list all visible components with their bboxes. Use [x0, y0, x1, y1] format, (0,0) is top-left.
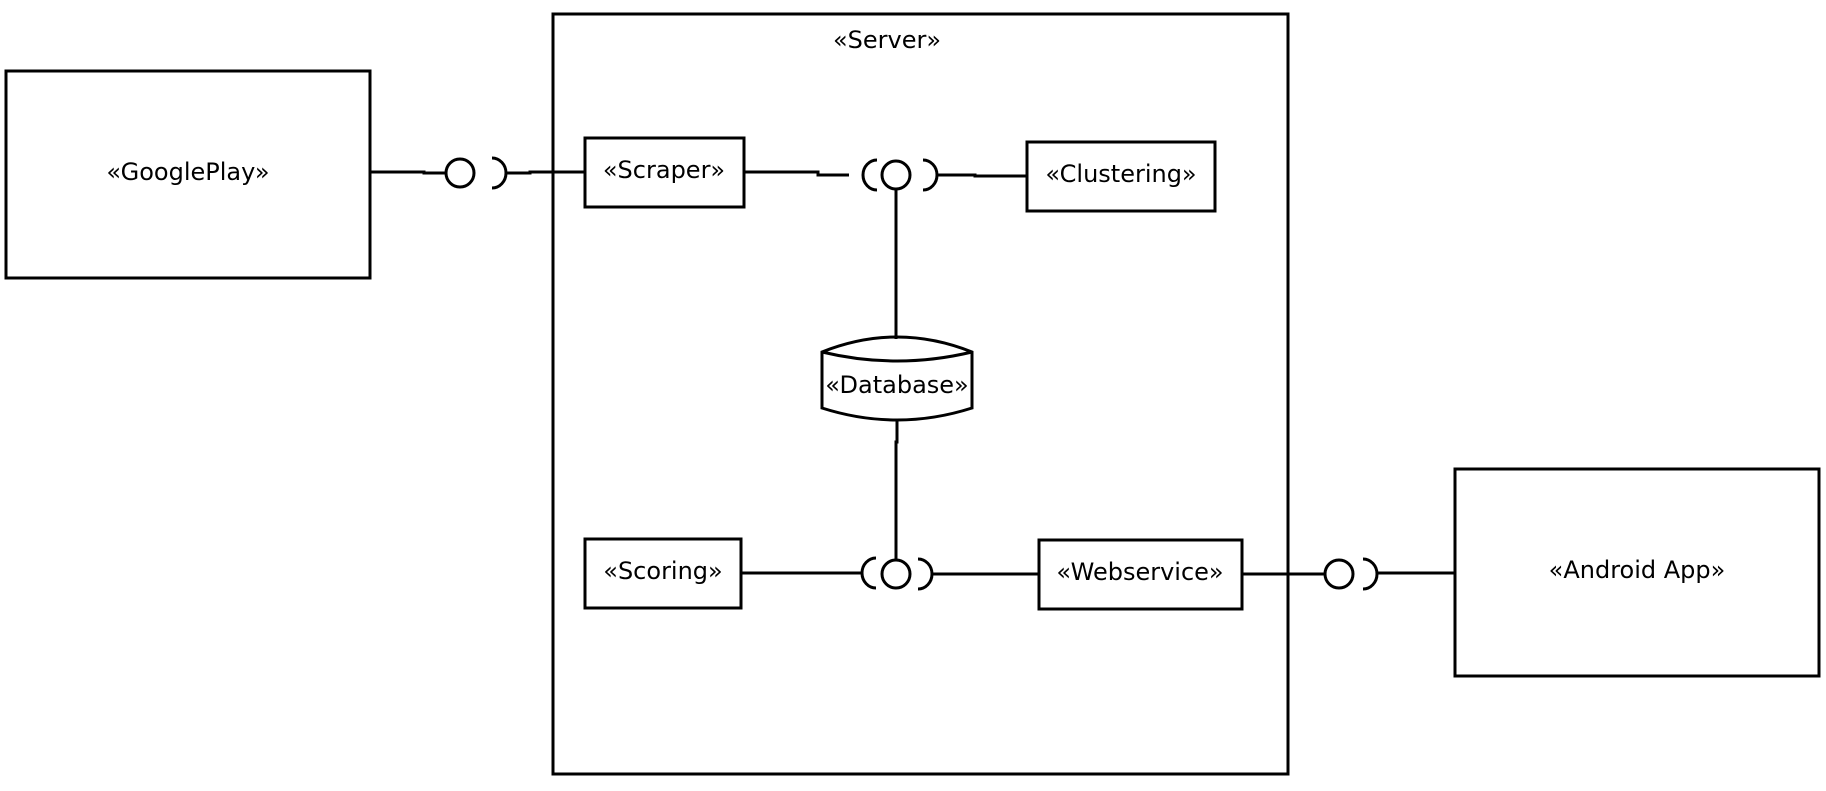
scoring-component[interactable]: «Scoring» — [583, 537, 743, 610]
android-app-node[interactable]: «Android App» — [1453, 467, 1821, 678]
database-provided-interface-top — [880, 159, 912, 191]
database-provided-interface-bottom — [880, 558, 912, 590]
database-component-label: «Database» — [825, 371, 968, 399]
android-app-node-box — [1453, 467, 1821, 678]
scraper-component-label: «Scraper» — [603, 156, 725, 184]
scraper-required-wire — [506, 170, 585, 175]
googleplay-node[interactable]: «GooglePlay» — [4, 69, 372, 280]
clustering-side-socket — [922, 158, 939, 192]
scraper-required-socket — [491, 156, 508, 190]
webservice-android-interface — [1242, 557, 1455, 591]
webservice-component[interactable]: «Webservice» — [1037, 538, 1244, 611]
scoring-component-box — [583, 537, 743, 610]
scraper-component-box — [583, 136, 746, 209]
webservice-component-label: «Webservice» — [1056, 558, 1223, 586]
googleplay-scraper-interface — [370, 156, 585, 190]
server-node-label: «Server» — [833, 26, 941, 54]
scraper-component[interactable]: «Scraper» — [583, 136, 746, 209]
database-provider-wire-bottom — [894, 420, 899, 560]
clustering-required-wire — [937, 173, 1027, 178]
database-component[interactable]: «Database» — [820, 335, 974, 422]
webservice-side-socket — [917, 557, 934, 591]
scoring-webservice-database-interface — [741, 420, 1039, 591]
clustering-component[interactable]: «Clustering» — [1025, 140, 1217, 213]
googleplay-node-box — [4, 69, 372, 280]
webservice-provided-interface — [1323, 558, 1355, 590]
scraper-provider-wire — [744, 170, 849, 177]
scraper-side-socket — [861, 158, 878, 192]
android-app-node-label: «Android App» — [1549, 556, 1726, 584]
scoring-component-label: «Scoring» — [603, 557, 722, 585]
clustering-component-box — [1025, 140, 1217, 213]
database-top-curve — [821, 350, 973, 363]
googleplay-provided-interface — [444, 157, 476, 189]
android-required-socket — [1362, 557, 1379, 591]
scraper-clustering-database-interface — [744, 158, 1027, 339]
scoring-side-socket — [860, 556, 877, 590]
clustering-component-label: «Clustering» — [1045, 160, 1196, 188]
googleplay-provider-wire — [370, 170, 445, 175]
googleplay-node-label: «GooglePlay» — [106, 158, 269, 186]
